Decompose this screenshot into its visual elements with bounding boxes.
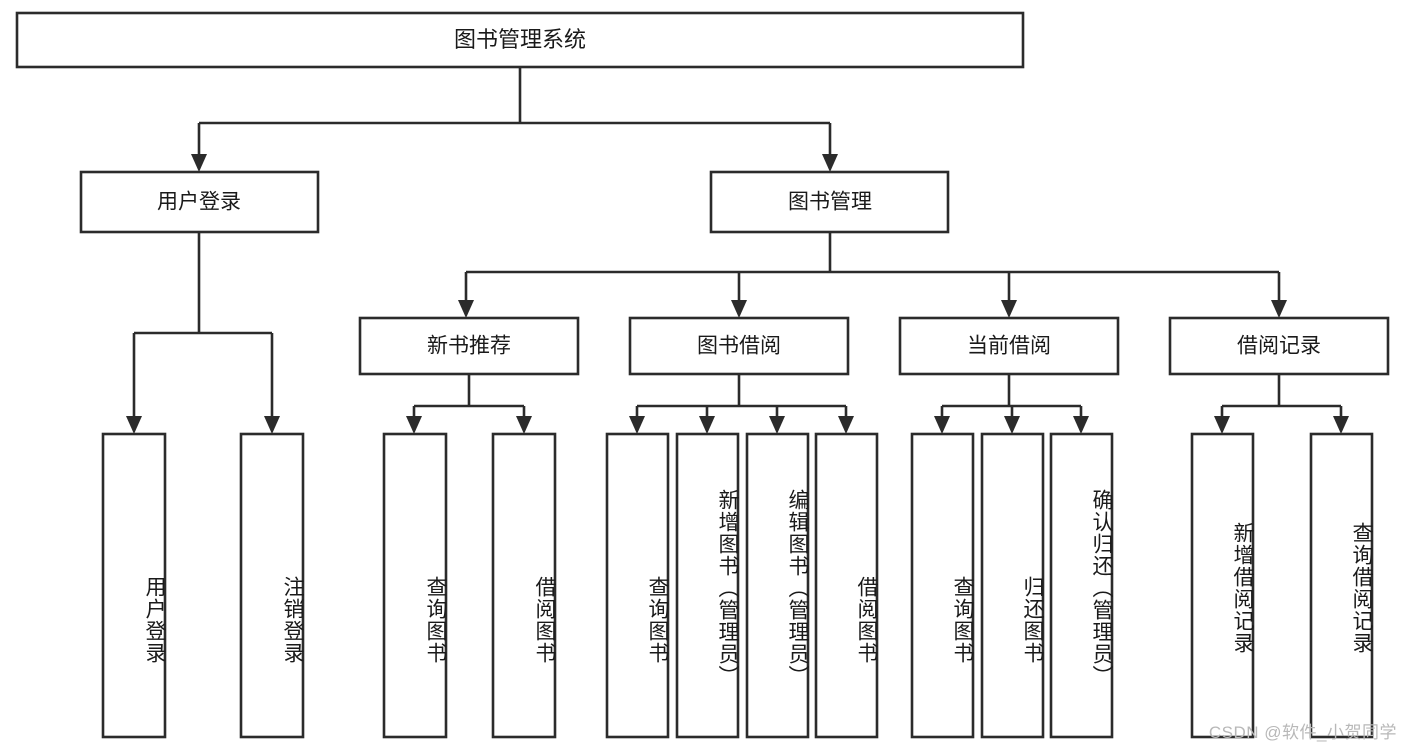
node-user-login[interactable]: 用户登录 [79,170,320,234]
arrowhead-leaf-user-login-2 [264,416,280,434]
arrowhead-leaf-newbook-1 [406,416,422,434]
arrowhead-leaf-currentborrow-2 [1004,416,1020,434]
leaf-box-current-borrow-1[interactable] [910,432,975,739]
node-user-login-label: 用户登录 [157,191,241,214]
node-new-book-recommend-label: 新书推荐 [427,335,511,358]
leaf-box-borrow-record-1[interactable] [1190,432,1255,739]
arrowhead-level3-3 [1001,300,1017,318]
node-current-borrow[interactable]: 当前借阅 [898,316,1120,376]
connector-group-bookborrow [629,374,854,434]
arrowhead-leaf-bookborrow-2 [699,416,715,434]
node-book-borrow[interactable]: 图书借阅 [628,316,850,376]
node-current-borrow-box[interactable] [898,316,1120,376]
leaf-box-book-borrow-1[interactable] [605,432,670,739]
node-root-box[interactable] [15,11,1025,69]
leaf-box-new-book-2[interactable] [491,432,557,739]
leaf-box-book-borrow-4[interactable] [814,432,879,739]
arrowhead-leaf-user-login-1 [126,416,142,434]
arrowhead-leaf-bookborrow-1 [629,416,645,434]
arrowhead-level3-4 [1271,300,1287,318]
connector-group-newbook [406,374,532,434]
node-new-book-recommend-box[interactable] [358,316,580,376]
leaf-box-borrow-record-2[interactable] [1309,432,1374,739]
node-borrow-record[interactable]: 借阅记录 [1168,316,1390,376]
arrowhead-leaf-currentborrow-1 [934,416,950,434]
connector-group-root [191,67,838,172]
arrowhead-leaf-borrowrecord-1 [1214,416,1230,434]
node-borrow-record-label: 借阅记录 [1237,335,1321,358]
node-root[interactable]: 图书管理系统 [15,11,1025,69]
leaf-box-user-login-2[interactable] [239,432,305,739]
leaf-box-user-login-1[interactable] [101,432,167,739]
node-root-label: 图书管理系统 [454,27,586,52]
node-book-borrow-box[interactable] [628,316,850,376]
node-borrow-record-box[interactable] [1168,316,1390,376]
arrowhead-bookmgmt [822,154,838,172]
arrowhead-level3-2 [731,300,747,318]
leaf-box-book-borrow-3[interactable] [745,432,810,739]
arrowhead-leaf-newbook-2 [516,416,532,434]
arrowhead-leaf-currentborrow-3 [1073,416,1089,434]
connector-group-userlogin [126,232,280,434]
connector-group-bookmgmt [458,232,1287,318]
node-current-borrow-label: 当前借阅 [967,335,1051,358]
node-book-management[interactable]: 图书管理 [709,170,950,234]
node-user-login-box[interactable] [79,170,320,234]
arrowhead-leaf-bookborrow-3 [769,416,785,434]
node-new-book-recommend[interactable]: 新书推荐 [358,316,580,376]
leaf-box-current-borrow-2[interactable] [980,432,1045,739]
node-book-management-box[interactable] [709,170,950,234]
leaf-box-new-book-1[interactable] [382,432,448,739]
leaf-box-book-borrow-2[interactable] [675,432,740,739]
arrowhead-leaf-bookborrow-4 [838,416,854,434]
connector-group-currentborrow [934,374,1089,434]
connector-group-borrowrecord [1214,374,1349,434]
arrowhead-level3-1 [458,300,474,318]
leaf-box-current-borrow-3[interactable] [1049,432,1114,739]
node-book-borrow-label: 图书借阅 [697,335,781,358]
watermark-text: CSDN @软件_小贺同学 [1208,723,1397,742]
arrowhead-leaf-borrowrecord-2 [1333,416,1349,434]
arrowhead-userlogin [191,154,207,172]
node-book-management-label: 图书管理 [788,191,872,214]
